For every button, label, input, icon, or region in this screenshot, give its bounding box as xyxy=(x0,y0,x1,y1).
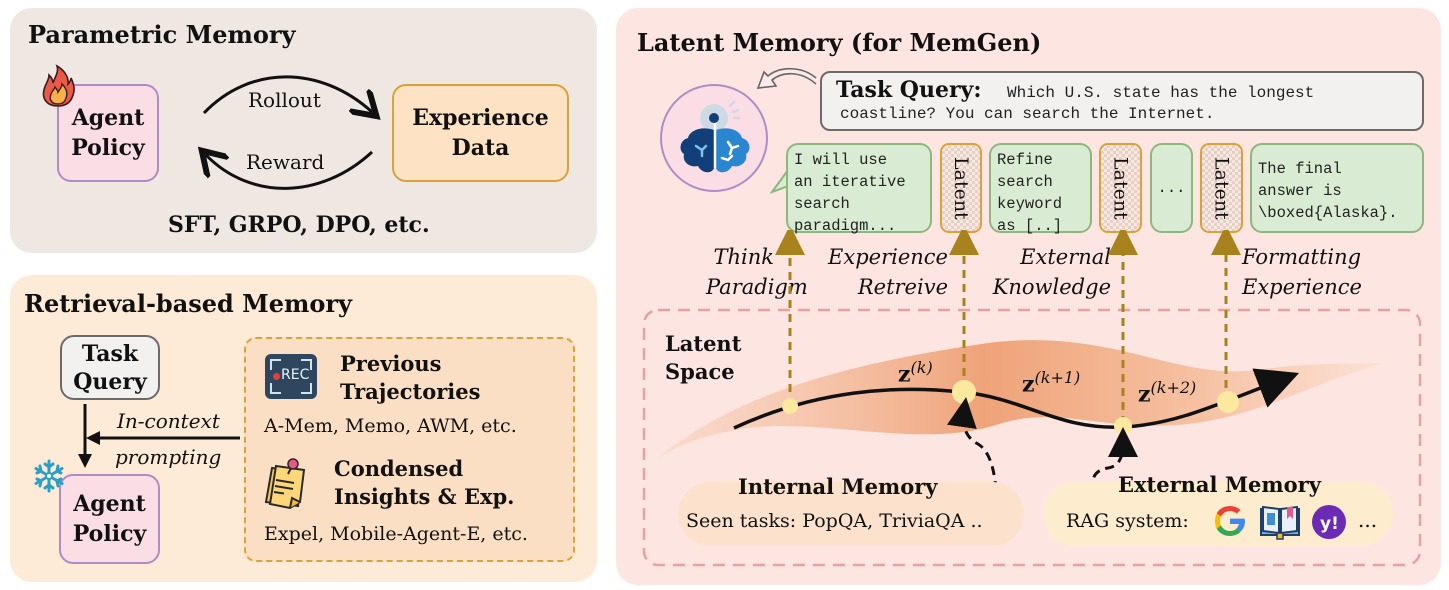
z-k1-label: z(k+1) xyxy=(1022,368,1081,398)
external-memory-detail: RAG system: xyxy=(1066,510,1189,532)
agent-policy-line2: Policy xyxy=(71,135,145,161)
rec-icon: REC xyxy=(265,354,317,399)
task-query-text-line2: coastline? You can search the Internet. xyxy=(840,105,1215,123)
experience-data-line2: Data xyxy=(451,135,510,161)
internal-memory-box xyxy=(678,482,1024,546)
latent-memory-title: Latent Memory (for MemGen) xyxy=(637,28,1042,57)
rollout-arrow xyxy=(202,75,372,113)
latent-manifold-band xyxy=(656,340,1386,460)
task-query-text-line1: Which U.S. state has the longest xyxy=(1007,84,1315,102)
prompting-arrow xyxy=(86,431,240,445)
rollout-reward-arrows xyxy=(190,75,390,190)
latent-point-4 xyxy=(1217,391,1239,413)
parametric-memory-title: Parametric Memory xyxy=(28,20,296,49)
latent-token-3: Latent xyxy=(1200,143,1243,233)
prompting-label: prompting xyxy=(115,445,222,469)
svg-text:y!: y! xyxy=(1320,514,1339,534)
internal-memory-detail: Seen tasks: PopQA, TriviaQA .. xyxy=(686,510,983,532)
token-final-answer: The final answer is \boxed{Alaska}. xyxy=(1250,143,1424,233)
experience-data-line1: Experience xyxy=(412,105,549,131)
latent-trajectory xyxy=(733,368,1300,430)
z-k-label: z(k) xyxy=(898,358,933,388)
brain-icon xyxy=(680,100,750,173)
in-context-label: In-context xyxy=(117,409,220,433)
query-to-brain-arrow xyxy=(756,67,817,89)
internal-memory-title: Internal Memory xyxy=(738,474,938,499)
condensed-insights-examples: Expel, Mobile-Agent-E, etc. xyxy=(264,523,528,545)
task-query-line2: Query xyxy=(73,368,147,395)
token-refine-search: Refine search keyword as [..] xyxy=(989,143,1092,235)
latent-point-3 xyxy=(1114,417,1132,435)
task-query-bubble xyxy=(820,71,1424,131)
parametric-methods: SFT, GRPO, DPO, etc. xyxy=(168,212,430,238)
google-icon xyxy=(1215,506,1245,536)
latent-token-1: Latent xyxy=(940,143,982,233)
agent-policy-r-line2: Policy xyxy=(72,521,147,547)
trigger-arrows xyxy=(775,230,1241,424)
external-memory-arrow xyxy=(1091,427,1138,493)
task-query-line1: Task xyxy=(81,340,139,367)
z-k2-label: z(k+2) xyxy=(1138,378,1197,408)
latent-point-1 xyxy=(782,398,798,414)
reward-arrow xyxy=(206,152,374,190)
snowflake-icon xyxy=(34,459,64,493)
agent-policy-r-line1: Agent xyxy=(73,491,146,517)
external-memory-title: External Memory xyxy=(1118,472,1321,497)
more-sources: ... xyxy=(1358,508,1378,532)
previous-trajectories-examples: A-Mem, Memo, AWM, etc. xyxy=(264,415,517,437)
query-to-policy-arrow xyxy=(78,404,92,468)
latent-point-2 xyxy=(952,380,976,404)
latent-space-border xyxy=(642,308,1422,567)
internal-memory-arrow xyxy=(947,397,998,491)
rollout-label: Rollout xyxy=(248,88,321,112)
agent-policy-line1: Agent xyxy=(71,105,145,131)
retrieval-memory-title: Retrieval-based Memory xyxy=(24,289,352,318)
fire-icon xyxy=(42,64,75,107)
token-think-paradigm: I will use an iterative search paradigm.… xyxy=(786,143,932,235)
yahoo-icon: y! xyxy=(1312,505,1346,539)
reward-label: Reward xyxy=(246,150,325,174)
latent-space-diagram xyxy=(642,230,1422,567)
latent-token-2: Latent xyxy=(1099,143,1142,233)
sticky-note-icon xyxy=(264,458,306,510)
task-query-label: Task Query: xyxy=(836,77,982,103)
token-ellipsis: ... xyxy=(1150,143,1193,233)
book-icon xyxy=(1260,505,1300,540)
